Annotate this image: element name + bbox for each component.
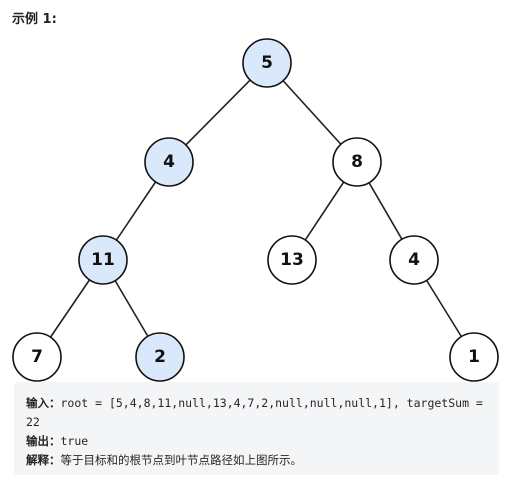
tree-node-label: 1	[468, 347, 480, 367]
tree-node-n4b: 4	[389, 235, 439, 285]
explanation-label: 解释：	[26, 453, 61, 467]
tree-node-n13: 13	[267, 235, 317, 285]
binary-tree-diagram: 5 4 8 11 13 4 7 2 1	[12, 38, 499, 382]
tree-node-circle	[267, 235, 317, 285]
tree-node-label: 2	[154, 347, 166, 367]
tree-node-n2: 2	[135, 332, 185, 382]
tree-node-label: 5	[261, 53, 273, 73]
tree-node-circle	[78, 235, 128, 285]
explanation-line: 解释：等于目标和的根节点到叶节点路径如上图所示。	[26, 451, 487, 470]
tree-nodes: 5 4 8 11 13 4 7 2 1	[12, 38, 499, 382]
output-value: true	[60, 434, 89, 448]
tree-node-label: 4	[408, 250, 420, 270]
tree-node-n1: 1	[449, 332, 499, 382]
example-heading: 示例 1:	[12, 12, 57, 27]
tree-node-circle	[332, 137, 382, 187]
tree-node-label: 7	[31, 347, 43, 367]
tree-node-label: 11	[91, 250, 115, 270]
tree-node-n4a: 4	[144, 137, 194, 187]
tree-node-n7: 7	[12, 332, 62, 382]
input-label: 输入：	[26, 396, 61, 410]
explanation-value: 等于目标和的根节点到叶节点路径如上图所示。	[60, 453, 303, 467]
tree-node-label: 8	[351, 152, 363, 172]
example-box: 输入：root = [5,4,8,11,null,13,4,7,2,null,n…	[14, 382, 499, 475]
tree-node-circle	[12, 332, 62, 382]
input-value: root = [5,4,8,11,null,13,4,7,2,null,null…	[26, 396, 483, 429]
tree-node-circle	[242, 38, 292, 88]
tree-node-circle	[389, 235, 439, 285]
tree-node-n5: 5	[242, 38, 292, 88]
tree-node-n8: 8	[332, 137, 382, 187]
tree-node-label: 13	[280, 250, 304, 270]
tree-node-label: 4	[163, 152, 175, 172]
tree-node-circle	[449, 332, 499, 382]
tree-node-n11: 11	[78, 235, 128, 285]
tree-node-circle	[144, 137, 194, 187]
output-line: 输出：true	[26, 432, 487, 451]
input-line: 输入：root = [5,4,8,11,null,13,4,7,2,null,n…	[26, 394, 487, 432]
output-label: 输出：	[26, 434, 61, 448]
tree-edges	[36, 62, 475, 358]
tree-node-circle	[135, 332, 185, 382]
